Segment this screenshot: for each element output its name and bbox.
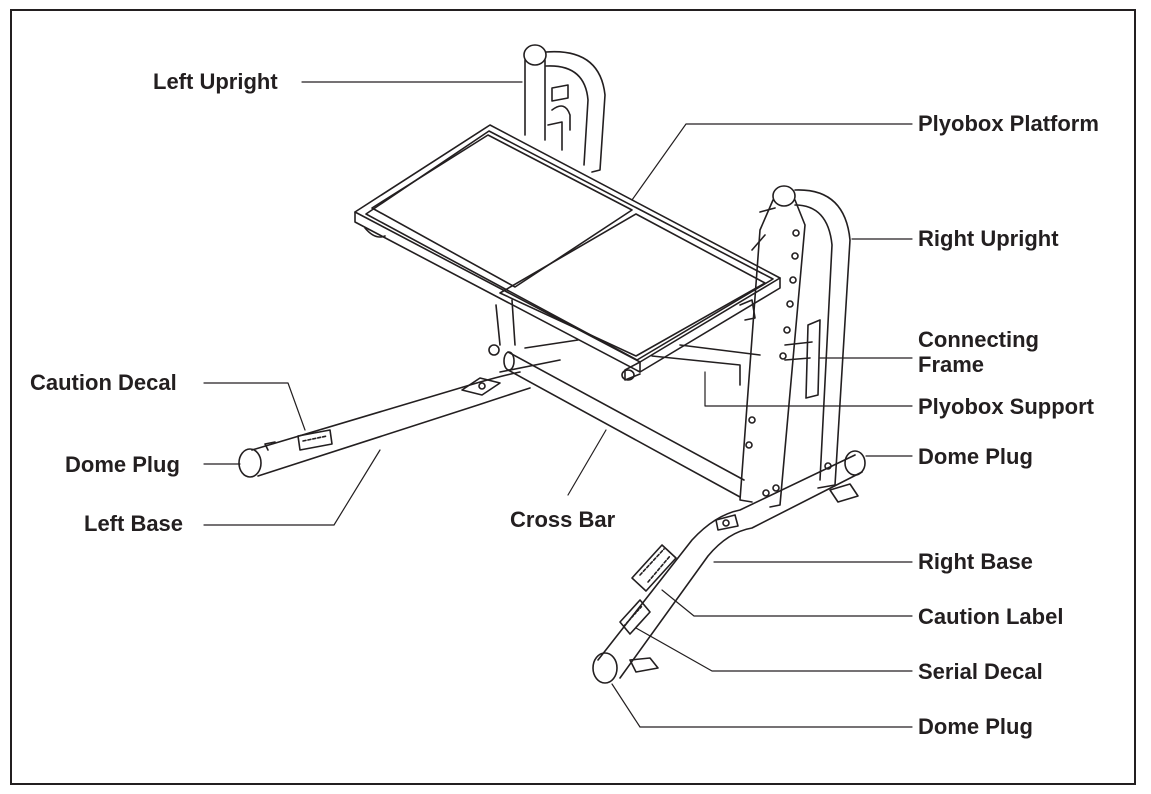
label-cross-bar: Cross Bar xyxy=(510,507,616,532)
label-dome-plug-bottom: Dome Plug xyxy=(918,714,1033,739)
leader-lines xyxy=(203,81,913,728)
label-dome-plug-left: Dome Plug xyxy=(65,452,180,477)
left-upright-drawing xyxy=(488,44,606,356)
right-upright-drawing xyxy=(739,185,851,508)
label-plyobox-platform: Plyobox Platform xyxy=(918,111,1099,136)
label-left-base: Left Base xyxy=(84,511,184,536)
label-caution-label: Caution Label xyxy=(918,604,1064,629)
label-dome-plug-right: Dome Plug xyxy=(918,444,1033,469)
connecting-frame-drawing xyxy=(621,299,821,399)
label-right-base: Right Base xyxy=(918,549,1033,574)
label-plyobox-support: Plyobox Support xyxy=(918,394,1094,419)
cross-bar-drawing xyxy=(499,339,745,498)
label-right-upright: Right Upright xyxy=(918,226,1059,251)
plyobox-platform-drawing xyxy=(354,124,781,373)
diagram-border xyxy=(10,9,1136,785)
label-connecting-frame-line1: Connecting xyxy=(918,327,1039,352)
label-left-upright: Left Upright xyxy=(153,69,278,94)
right-base-drawing xyxy=(592,450,866,684)
left-base-drawing xyxy=(238,371,531,478)
label-connecting-frame-line2: Frame xyxy=(918,352,985,377)
label-serial-decal: Serial Decal xyxy=(918,659,1043,684)
label-caution-decal: Caution Decal xyxy=(30,370,177,395)
